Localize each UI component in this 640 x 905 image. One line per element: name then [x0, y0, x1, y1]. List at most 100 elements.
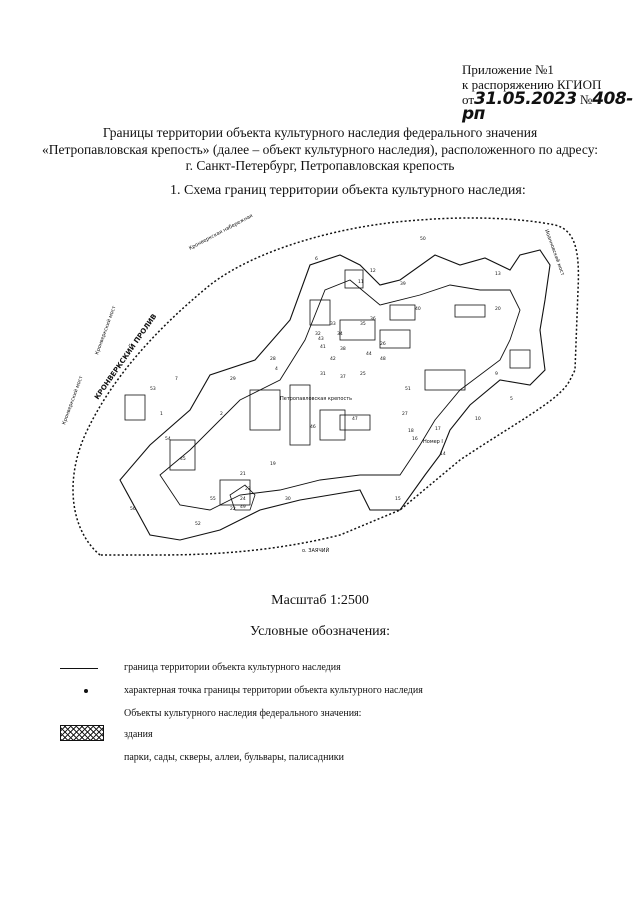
building	[169, 439, 196, 471]
fortress-boundary-map: Кронверкская набережная КРОНВЕРКСКИЙ ПРО…	[60, 213, 580, 556]
building	[249, 389, 281, 431]
building-number-30: 30	[285, 496, 291, 502]
building-number-40: 40	[415, 306, 421, 312]
building-number-4: 4	[275, 366, 278, 372]
legend-point-symbol	[84, 689, 88, 693]
building-number-2: 2	[220, 411, 223, 417]
legend-buildings-text: здания	[124, 729, 153, 740]
building-number-11: 11	[358, 279, 364, 285]
building-number-32: 32	[315, 331, 321, 337]
appendix-header: Приложение №1 к распоряжению КГИОП от31.…	[462, 62, 640, 124]
label-number-i: Номер I	[423, 439, 443, 445]
building-number-24: 24	[240, 496, 246, 502]
building-number-44: 44	[366, 351, 372, 357]
building	[424, 369, 466, 391]
building-number-20: 20	[495, 306, 501, 312]
street-kronverk-strait: КРОНВЕРКСКИЙ ПРОЛИВ	[92, 312, 158, 401]
building	[339, 414, 371, 431]
building-number-6: 6	[315, 256, 318, 262]
building-number-27: 27	[402, 411, 408, 417]
scheme-heading: 1. Схема границ территории объекта культ…	[170, 183, 526, 198]
appendix-date-prefix: от	[462, 92, 475, 107]
building-number-43: 43	[318, 336, 324, 342]
building-number-53: 53	[150, 386, 156, 392]
building	[389, 304, 416, 321]
legend-boundary-text: граница территории объекта культурного н…	[124, 662, 341, 673]
legend-parks-text: парки, сады, скверы, аллеи, бульвары, па…	[124, 752, 345, 763]
building-number-12: 12	[370, 268, 376, 274]
building-number-1: 1	[160, 411, 163, 417]
building-number-15: 15	[395, 496, 401, 502]
building-number-47: 47	[352, 416, 358, 422]
building-number-42: 42	[330, 356, 336, 362]
territory-boundary	[72, 217, 580, 556]
building-number-39: 39	[400, 281, 406, 287]
building	[229, 484, 256, 511]
building-number-5: 5	[510, 396, 513, 402]
building-number-17: 17	[435, 426, 441, 432]
building	[319, 409, 346, 441]
building-number-19: 19	[270, 461, 276, 467]
street-kronverk-embankment: Кронверкская набережная	[188, 213, 254, 252]
building-number-13: 13	[495, 271, 501, 277]
fortress-inner-wall	[159, 279, 521, 511]
street-kronverk-bridge-2: Кронверкский мост	[60, 375, 84, 426]
building	[124, 394, 146, 421]
building-number-55: 55	[210, 496, 216, 502]
label-zayachy: о. ЗАЯЧИЙ	[302, 547, 330, 554]
building-number-22: 22	[230, 506, 236, 512]
appendix-number: 408-рп	[462, 89, 633, 124]
street-kronverk-bridge: Кронверкский мост	[93, 305, 117, 356]
building-number-36: 36	[370, 316, 376, 322]
appendix-line3: от31.05.2023 №408-рп	[462, 89, 640, 124]
building-number-56: 56	[130, 506, 136, 512]
building-number-9: 9	[495, 371, 498, 377]
building	[344, 269, 364, 289]
building-number-14: 14	[440, 451, 446, 457]
building-number-52: 52	[195, 521, 201, 527]
street-ioannovsky-bridge: Иоанновский мост	[543, 228, 566, 276]
building-number-45: 45	[180, 456, 186, 462]
buildings-layer	[124, 269, 531, 511]
document-title: Границы территории объекта культурного н…	[0, 125, 640, 175]
building-number-26: 26	[380, 341, 386, 347]
building-number-10: 10	[475, 416, 481, 422]
building-number-23: 23	[245, 486, 251, 492]
legend-boundary-line-symbol	[60, 668, 98, 669]
building-number-21: 21	[240, 471, 246, 477]
building-number-33: 33	[330, 321, 336, 327]
building	[509, 349, 531, 369]
appendix-line1: Приложение №1	[462, 62, 554, 77]
label-fortress: Петропавловская крепость	[280, 396, 352, 402]
building-number-34: 34	[337, 331, 343, 337]
building-number-25: 25	[360, 371, 366, 377]
building-number-38: 38	[340, 346, 346, 352]
building-number-7: 7	[175, 376, 178, 382]
building-number-35: 35	[360, 321, 366, 327]
legend-federal-text: Объекты культурного наследия федеральног…	[124, 708, 362, 719]
building-number-29: 29	[230, 376, 236, 382]
title-line2: «Петропавловская крепость» (далее – объе…	[41, 141, 599, 157]
appendix-line2: к распоряжению КГИОП	[462, 77, 602, 92]
legend-buildings-hatch-symbol	[60, 725, 104, 741]
appendix-date: 31.05.2023	[474, 89, 577, 109]
building-number-51: 51	[405, 386, 411, 392]
building-number-50: 50	[420, 236, 426, 242]
building-number-37: 37	[340, 374, 346, 380]
building	[219, 479, 251, 506]
legend-title: Условные обозначения:	[249, 624, 391, 639]
building-number-31: 31	[320, 371, 326, 377]
building-number-18: 18	[408, 428, 414, 434]
title-line1: Границы территории объекта культурного н…	[102, 125, 538, 140]
building	[289, 384, 311, 446]
appendix-number-prefix: №	[579, 92, 593, 107]
legend-point-text: характерная точка границы территории объ…	[124, 685, 423, 696]
building	[454, 304, 486, 318]
building-number-54: 54	[165, 436, 171, 442]
building-number-48: 48	[380, 356, 386, 362]
building-number-16: 16	[412, 436, 418, 442]
building-number-49: 49	[240, 504, 246, 510]
building	[339, 319, 376, 341]
building-number-41: 41	[320, 344, 326, 350]
